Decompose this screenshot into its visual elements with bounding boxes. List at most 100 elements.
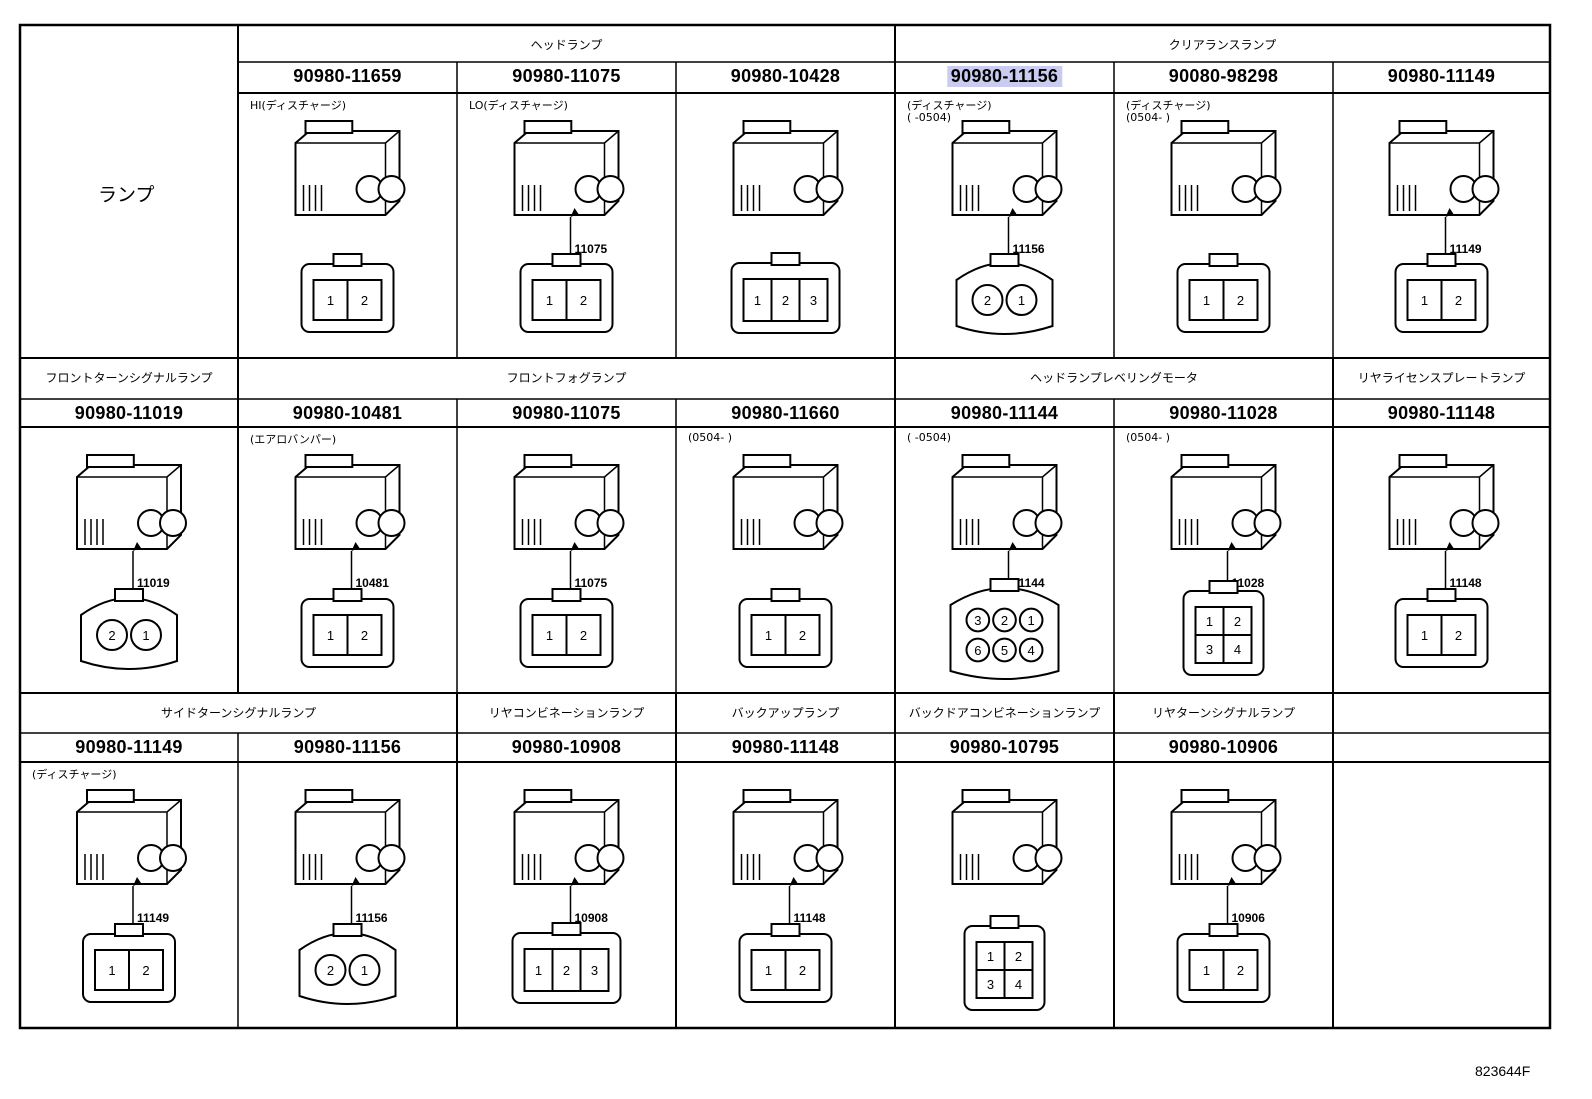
pin-cavity xyxy=(1194,606,1225,636)
cell-note: (ディスチャージ) xyxy=(32,768,117,781)
pin-cavity xyxy=(1222,634,1253,664)
pin-number: 2 xyxy=(1015,949,1022,964)
locking-latch xyxy=(86,454,135,468)
terminal-barrel xyxy=(1471,175,1500,203)
pin-number: 1 xyxy=(987,949,994,964)
section-title: リヤライセンスプレートランプ xyxy=(1357,371,1526,385)
latch-tab xyxy=(1426,588,1457,602)
pin-cavity xyxy=(992,637,1017,663)
pin-number: 2 xyxy=(799,628,806,643)
part-number: 90980-11156 xyxy=(946,66,1063,87)
pin-number: 4 xyxy=(1028,643,1035,658)
pin-number: 4 xyxy=(1015,977,1022,992)
part-number: 90980-11148 xyxy=(731,737,840,757)
pin-number: 2 xyxy=(361,293,368,308)
pointer-label: 10908 xyxy=(575,911,609,925)
pin-cavity xyxy=(742,278,773,322)
pin-number: 2 xyxy=(142,963,149,978)
terminal-barrel xyxy=(1253,844,1282,872)
pin-cavity xyxy=(346,614,383,656)
pin-cavity xyxy=(1003,969,1034,999)
section-title: ヘッドランプ xyxy=(530,38,603,52)
pin-cavity xyxy=(531,614,568,656)
pin-number: 3 xyxy=(1206,642,1213,657)
pin-number: 1 xyxy=(327,293,334,308)
pin-cavity xyxy=(1440,279,1477,321)
latch-tab xyxy=(1208,253,1239,267)
latch-tab xyxy=(989,915,1020,929)
terminal-barrel xyxy=(1253,509,1282,537)
pin-cavity xyxy=(96,619,128,651)
pin-number: 1 xyxy=(327,628,334,643)
part-number: 90980-10906 xyxy=(1168,737,1279,757)
pin-number: 1 xyxy=(1028,613,1035,628)
connector-face-outline xyxy=(80,597,178,670)
latch-tab xyxy=(551,253,582,267)
pin-number: 2 xyxy=(782,293,789,308)
pin-number: 2 xyxy=(984,293,991,308)
locking-latch xyxy=(304,454,354,468)
pointer-arrowhead xyxy=(1445,208,1454,217)
pin-number: 2 xyxy=(563,963,570,978)
pointer-arrowhead xyxy=(1008,542,1017,551)
pointer-arrowhead xyxy=(351,877,360,886)
pin-cavity xyxy=(784,614,821,656)
pointer-label: 11075 xyxy=(575,576,608,590)
part-number: 90980-11659 xyxy=(293,66,402,86)
pin-cavity xyxy=(784,949,821,991)
terminal-barrel xyxy=(596,844,625,872)
locking-latch xyxy=(1398,454,1448,468)
locking-latch xyxy=(86,789,135,803)
pin-number: 5 xyxy=(1001,643,1008,658)
pointer-arrowhead xyxy=(1227,877,1236,886)
pointer-label: 11019 xyxy=(137,576,170,590)
section-title: フロントフォグランプ xyxy=(506,371,627,385)
pointer-arrowhead xyxy=(570,877,579,886)
pin-number: 1 xyxy=(1421,628,1428,643)
pin-cavity xyxy=(975,941,1006,971)
cell-note: ( -0504) xyxy=(907,111,952,124)
cell-note: (0504- ) xyxy=(688,431,733,444)
pin-number: 2 xyxy=(108,628,115,643)
terminal-barrel xyxy=(377,844,406,872)
latch-tab xyxy=(770,252,801,266)
pin-cavity xyxy=(770,278,801,322)
pin-number: 1 xyxy=(361,963,368,978)
pin-number: 3 xyxy=(987,977,994,992)
pointer-label: 10481 xyxy=(356,576,390,590)
part-number: 90980-11149 xyxy=(75,737,183,757)
pin-number: 2 xyxy=(799,963,806,978)
pin-cavity xyxy=(992,607,1017,633)
part-number: 90080-98298 xyxy=(1168,66,1279,86)
terminal-barrel xyxy=(1471,509,1500,537)
pin-cavity xyxy=(1005,284,1038,316)
latch-tab xyxy=(1208,923,1239,937)
pointer-arrowhead xyxy=(1008,208,1017,217)
latch-tab xyxy=(114,923,144,937)
pin-number: 2 xyxy=(1455,293,1462,308)
pointer-label: 11149 xyxy=(1450,242,1482,256)
cell-note: HI(ディスチャージ) xyxy=(250,99,346,112)
locking-latch xyxy=(961,789,1011,803)
locking-latch xyxy=(523,120,573,134)
latch-tab xyxy=(1208,580,1239,594)
pin-number: 1 xyxy=(142,628,149,643)
part-number: 90980-10908 xyxy=(511,737,622,757)
pin-cavity xyxy=(975,969,1006,999)
pin-number: 2 xyxy=(580,628,587,643)
section-title: サイドターンシグナルランプ xyxy=(160,706,317,720)
pin-number: 2 xyxy=(1455,628,1462,643)
section-title: バックアップランプ xyxy=(731,706,840,720)
latch-tab xyxy=(551,588,582,602)
pin-cavity xyxy=(965,637,991,663)
terminal-barrel xyxy=(1253,175,1282,203)
